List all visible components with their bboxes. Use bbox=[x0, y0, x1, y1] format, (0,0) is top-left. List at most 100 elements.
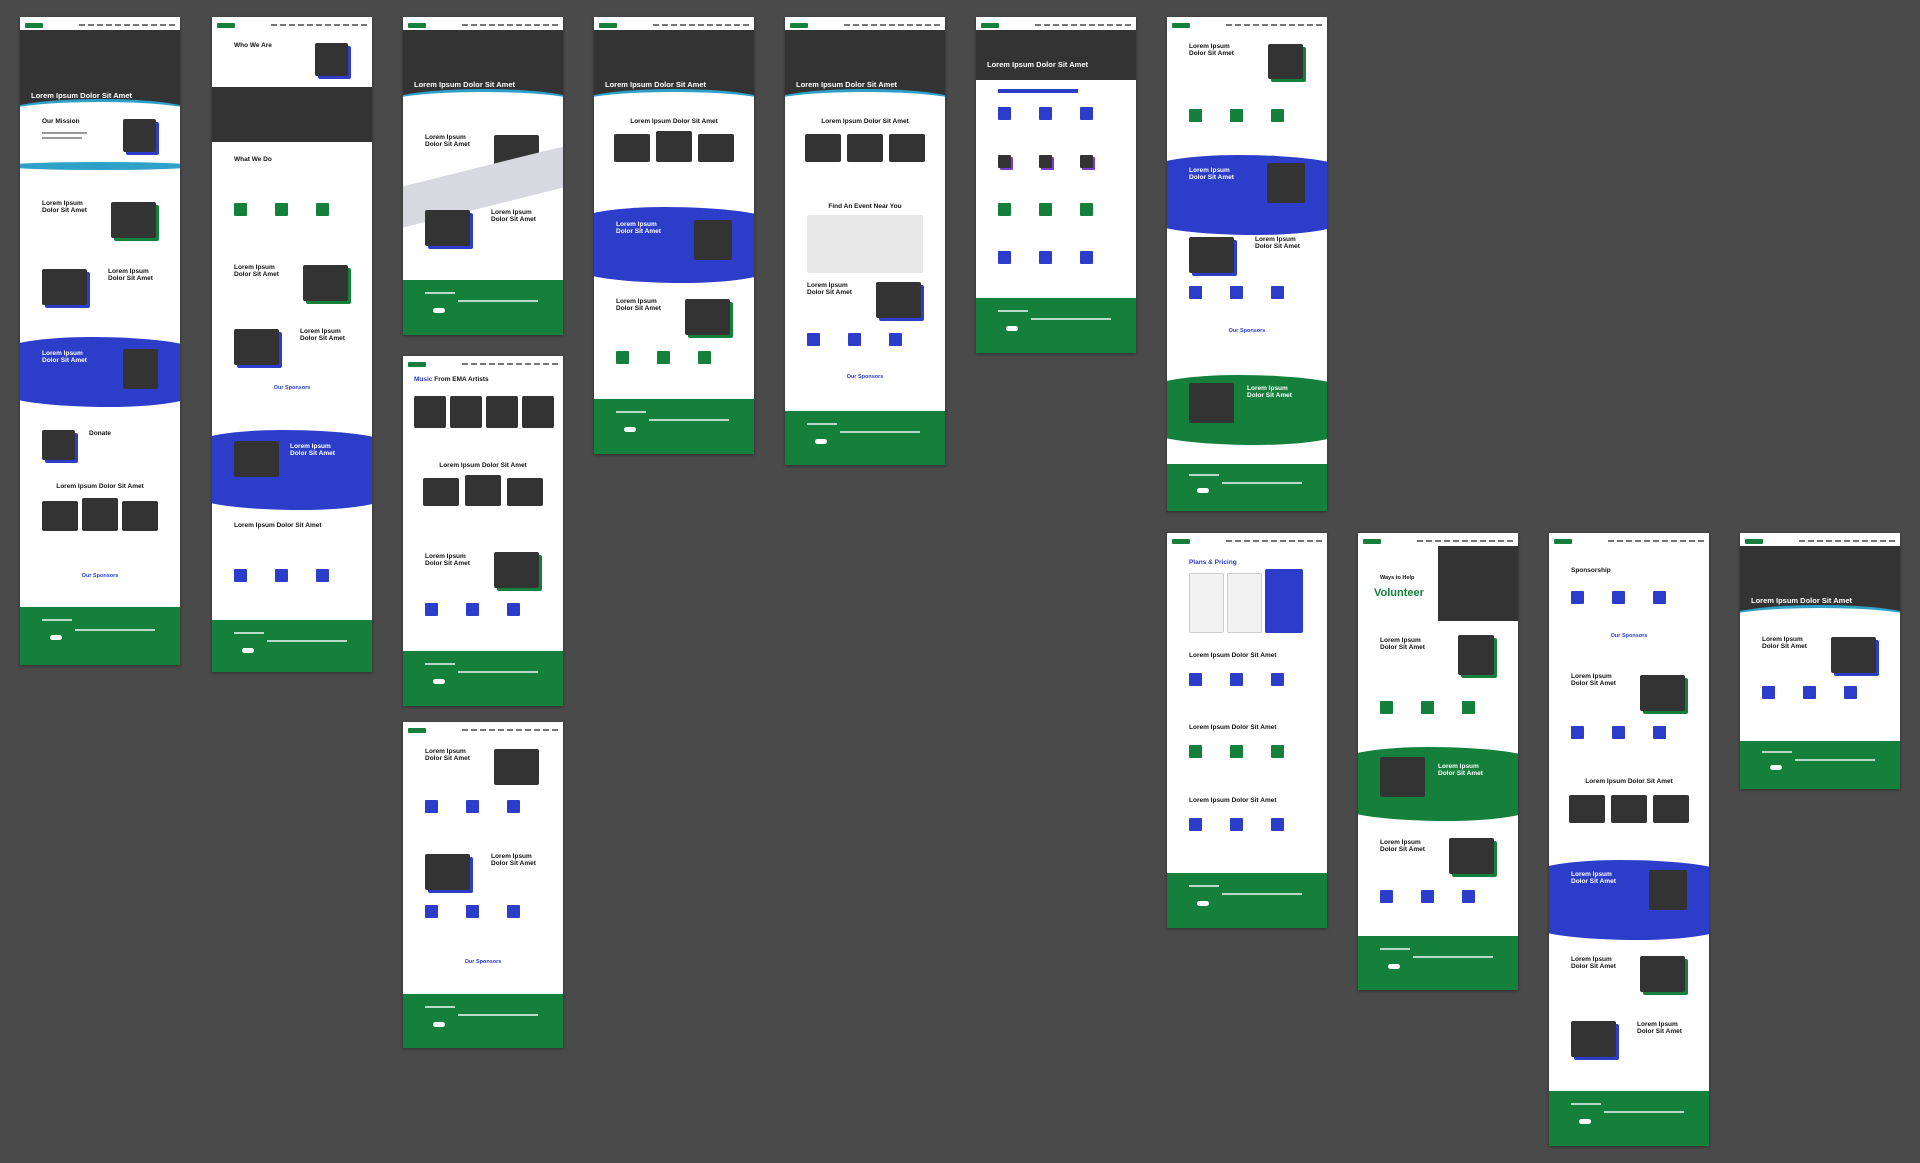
pricing-card[interactable] bbox=[1265, 569, 1303, 633]
feature-square bbox=[1653, 591, 1666, 604]
footer-toggle[interactable] bbox=[1006, 326, 1018, 331]
world-map[interactable] bbox=[807, 215, 923, 273]
grid-square bbox=[1039, 203, 1052, 216]
search-bar[interactable] bbox=[998, 89, 1078, 93]
footer-toggle[interactable] bbox=[433, 1022, 445, 1027]
find-event-title: Find An Event Near You bbox=[828, 203, 902, 210]
album-card[interactable] bbox=[414, 396, 446, 428]
section-title-donate: Donate bbox=[89, 430, 112, 437]
carousel-card bbox=[465, 475, 501, 506]
site-logo[interactable] bbox=[1172, 539, 1190, 544]
title-line-2: Dolor Sit Amet bbox=[300, 335, 345, 343]
feature-square bbox=[1189, 673, 1202, 686]
image-placeholder bbox=[1831, 637, 1876, 673]
nav-links[interactable] bbox=[1608, 540, 1704, 542]
nav-links[interactable] bbox=[1035, 24, 1131, 26]
nav-links[interactable] bbox=[1226, 24, 1322, 26]
sponsors-title: Our Sponsors bbox=[1610, 633, 1648, 639]
feature-square bbox=[316, 203, 329, 216]
title-line-1: Lorem Ipsum bbox=[425, 748, 466, 755]
nav-links[interactable] bbox=[271, 24, 367, 26]
grid-square bbox=[1039, 107, 1052, 120]
grid-square bbox=[998, 107, 1011, 120]
section-title: Lorem Ipsum Dolor Sit Amet bbox=[1189, 724, 1277, 731]
nav-links[interactable] bbox=[844, 24, 940, 26]
footer-toggle[interactable] bbox=[50, 635, 62, 640]
hero-banner: Lorem Ipsum Dolor Sit Amet bbox=[785, 30, 945, 116]
grid-square bbox=[998, 155, 1011, 168]
image-placeholder bbox=[1380, 757, 1425, 797]
hero-title: Lorem Ipsum Dolor Sit Amet bbox=[796, 80, 897, 89]
feature-square bbox=[1189, 286, 1202, 299]
nav-links[interactable] bbox=[462, 24, 558, 26]
nav-links[interactable] bbox=[1226, 540, 1322, 542]
title-line-2: Dolor Sit Amet bbox=[1247, 392, 1292, 400]
pricing-card[interactable] bbox=[1189, 573, 1224, 633]
image-placeholder bbox=[1458, 635, 1494, 675]
site-logo[interactable] bbox=[408, 23, 426, 28]
feature-square bbox=[275, 203, 288, 216]
feature-square bbox=[275, 569, 288, 582]
footer-toggle[interactable] bbox=[242, 648, 254, 653]
footer-line bbox=[1571, 1103, 1601, 1105]
footer-toggle[interactable] bbox=[1388, 964, 1400, 969]
site-logo[interactable] bbox=[1554, 539, 1572, 544]
footer-toggle[interactable] bbox=[1579, 1119, 1591, 1124]
image-placeholder bbox=[303, 265, 348, 301]
title-line-1: Lorem Ipsum bbox=[1380, 637, 1421, 644]
album-card[interactable] bbox=[486, 396, 518, 428]
title-line-1: Lorem Ipsum bbox=[42, 350, 83, 357]
nav-links[interactable] bbox=[79, 24, 175, 26]
album-card[interactable] bbox=[522, 396, 554, 428]
album-card[interactable] bbox=[450, 396, 482, 428]
carousel-card bbox=[889, 134, 925, 162]
footer-line bbox=[807, 423, 837, 425]
site-logo[interactable] bbox=[408, 362, 426, 367]
hero-image bbox=[1438, 546, 1518, 621]
site-logo[interactable] bbox=[408, 728, 426, 733]
site-logo[interactable] bbox=[981, 23, 999, 28]
site-logo[interactable] bbox=[25, 23, 43, 28]
footer-toggle[interactable] bbox=[1770, 765, 1782, 770]
site-logo[interactable] bbox=[599, 23, 617, 28]
pricing-card[interactable] bbox=[1227, 573, 1262, 633]
site-logo[interactable] bbox=[1745, 539, 1763, 544]
site-nav bbox=[1549, 533, 1709, 546]
carousel-card bbox=[1569, 795, 1605, 823]
site-logo[interactable] bbox=[790, 23, 808, 28]
feature-square bbox=[1189, 818, 1202, 831]
footer-line bbox=[234, 632, 264, 634]
title-line-1: Lorem Ipsum bbox=[491, 853, 532, 860]
site-footer bbox=[1358, 936, 1518, 990]
image-placeholder bbox=[685, 299, 730, 335]
section-title-who: Who We Are bbox=[234, 42, 272, 49]
footer-toggle[interactable] bbox=[1197, 488, 1209, 493]
nav-links[interactable] bbox=[462, 363, 558, 365]
feature-square bbox=[507, 905, 520, 918]
image-placeholder bbox=[42, 269, 87, 305]
site-logo[interactable] bbox=[217, 23, 235, 28]
image-placeholder bbox=[494, 749, 539, 785]
feature-square bbox=[1612, 591, 1625, 604]
text-line bbox=[42, 137, 82, 139]
nav-links[interactable] bbox=[653, 24, 749, 26]
footer-toggle[interactable] bbox=[433, 308, 445, 313]
nav-links[interactable] bbox=[1417, 540, 1513, 542]
site-logo[interactable] bbox=[1172, 23, 1190, 28]
volunteer-title: Volunteer bbox=[1374, 587, 1424, 599]
carousel-card bbox=[1653, 795, 1689, 823]
carousel-card bbox=[656, 131, 692, 162]
music-rest: From EMA Artists bbox=[432, 376, 489, 383]
feature-square bbox=[1653, 726, 1666, 739]
nav-links[interactable] bbox=[1799, 540, 1895, 542]
site-logo[interactable] bbox=[1363, 539, 1381, 544]
footer-toggle[interactable] bbox=[1197, 901, 1209, 906]
footer-toggle[interactable] bbox=[433, 679, 445, 684]
footer-toggle[interactable] bbox=[624, 427, 636, 432]
footer-toggle[interactable] bbox=[815, 439, 827, 444]
nav-links[interactable] bbox=[462, 729, 558, 731]
